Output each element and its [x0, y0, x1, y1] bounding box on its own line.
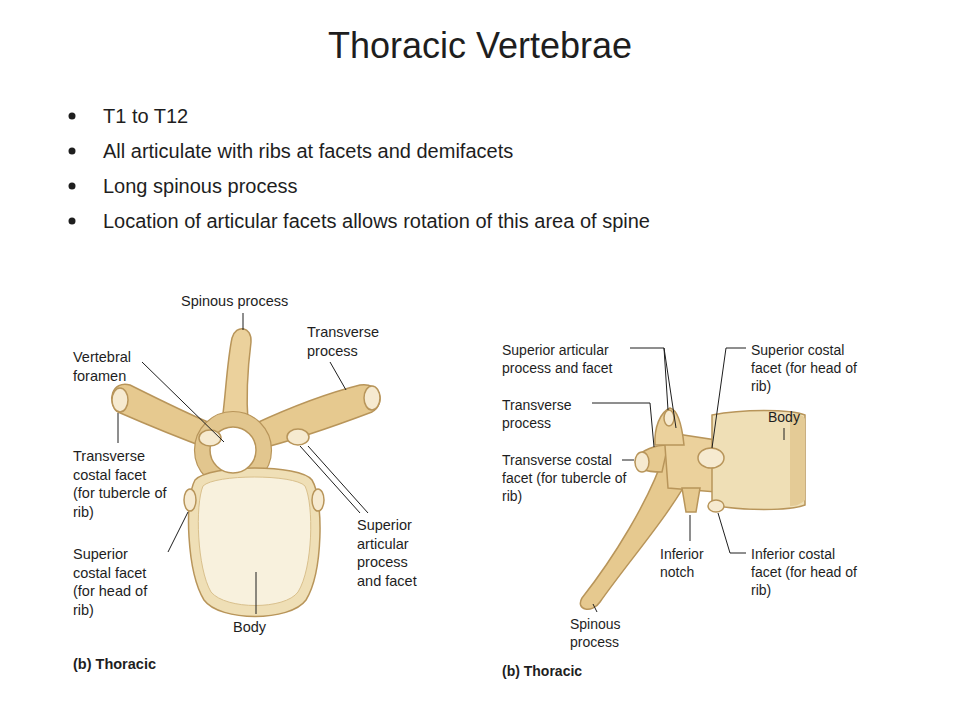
illustration-part	[635, 445, 668, 472]
figure-caption: (b) Thoracic	[73, 655, 213, 674]
illustration-part	[592, 403, 654, 447]
illustration-part	[287, 429, 309, 445]
illustration-part	[698, 448, 724, 468]
illustration-part	[118, 413, 119, 443]
part-label: Superior costal facet (for head of rib)	[751, 341, 869, 395]
bullet-text: Long spinous process	[103, 174, 923, 198]
illustration-part	[784, 428, 785, 440]
illustration-part	[69, 113, 76, 120]
illustration-part	[330, 362, 346, 390]
illustration-part	[198, 477, 310, 606]
bullet-text: T1 to T12	[103, 104, 923, 128]
illustration-part	[712, 411, 805, 510]
illustration-part	[630, 348, 668, 410]
illustration-part	[308, 446, 368, 513]
illustration-part	[252, 385, 380, 450]
illustration-part	[664, 410, 674, 426]
part-label: Vertebral foramen	[73, 348, 158, 385]
part-label: Transverse process	[502, 396, 582, 432]
illustration-part	[708, 500, 724, 512]
illustration-part	[300, 446, 360, 513]
illustration-part	[112, 388, 128, 412]
part-label: Spinous process	[181, 292, 321, 311]
illustration-part	[69, 183, 76, 190]
part-label: Superior articular process and facet	[357, 516, 432, 590]
slide-title: Thoracic Vertebrae	[0, 24, 960, 68]
part-label: Transverse process	[307, 323, 402, 360]
illustration-part	[790, 414, 805, 506]
illustration-part	[69, 148, 76, 155]
illustration-part	[655, 408, 684, 445]
illustration-part	[312, 489, 324, 511]
illustration-part	[199, 430, 221, 446]
part-label: Transverse costal facet (for tubercle of…	[73, 447, 168, 521]
part-label: Body	[233, 618, 293, 637]
illustration-part	[690, 515, 691, 541]
leader-lines	[118, 313, 784, 614]
illustration-part	[364, 386, 380, 410]
part-label: Inferior costal facet (for head of rib)	[751, 545, 869, 599]
illustration-part	[664, 348, 676, 428]
illustration-part	[718, 513, 746, 553]
illustration-part	[184, 489, 196, 511]
illustration-part	[69, 218, 76, 225]
illustration-part	[222, 329, 251, 422]
illustration-part	[142, 362, 224, 442]
illustration-part	[712, 348, 746, 448]
part-label: Spinous process	[570, 615, 632, 651]
illustration-part	[635, 452, 649, 472]
illustration-part	[622, 460, 634, 461]
illustration-part	[256, 572, 257, 614]
part-label: Body	[768, 408, 828, 426]
illustration-part	[682, 488, 700, 512]
part-label: Superior articular process and facet	[502, 341, 632, 377]
illustration-part	[593, 604, 597, 612]
bullet-text: All articulate with ribs at facets and d…	[103, 139, 923, 163]
part-label: Superior costal facet (for head of rib)	[73, 545, 165, 619]
figure-caption: (b) Thoracic	[502, 662, 642, 680]
part-label: Inferior notch	[660, 545, 720, 581]
superior-view-vertebra	[112, 329, 380, 617]
bullet-dots	[69, 113, 76, 225]
illustration-part	[189, 468, 321, 617]
part-label: Transverse costal facet (for tubercle of…	[502, 451, 632, 505]
bullet-text: Location of articular facets allows rota…	[103, 209, 923, 233]
illustration-part	[243, 313, 244, 330]
illustration-part	[168, 512, 188, 552]
